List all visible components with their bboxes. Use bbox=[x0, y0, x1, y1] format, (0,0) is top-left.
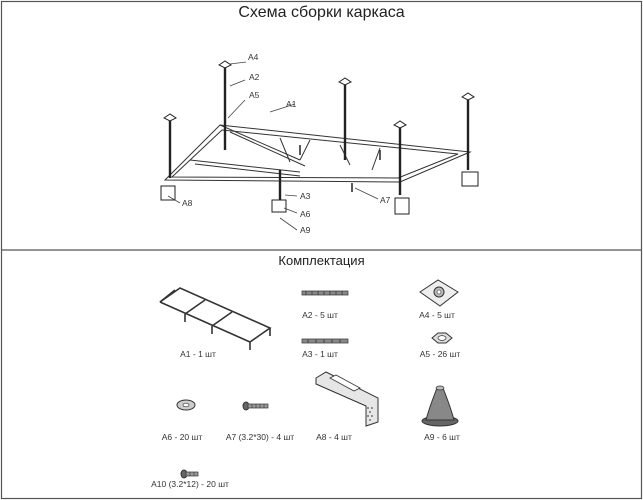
part-caption-a5: A5 - 26 шт bbox=[419, 349, 461, 359]
l-bracket-icon bbox=[315, 371, 379, 427]
label-a3: A3 bbox=[300, 191, 311, 201]
frame-grid-icon bbox=[159, 287, 272, 350]
label-a1: A1 bbox=[286, 99, 297, 109]
kit-title: Комплектация bbox=[278, 253, 365, 268]
part-caption-a6: A6 - 20 шт bbox=[161, 432, 203, 442]
part-caption-a10: A10 (3.2*12) - 20 шт bbox=[151, 479, 229, 489]
part-caption-a1: A1 - 1 шт bbox=[180, 349, 216, 359]
part-caption-a7: A7 (3.2*30) - 4 шт bbox=[225, 432, 295, 442]
part-caption-a4: A4 - 5 шт bbox=[419, 310, 455, 320]
screw-icon bbox=[242, 401, 269, 411]
part-caption-a2: A2 - 5 шт bbox=[302, 310, 338, 320]
assembly-title: Схема сборки каркаса bbox=[238, 4, 405, 21]
label-a9: A9 bbox=[300, 225, 311, 235]
feet bbox=[160, 171, 479, 215]
part-caption-a8: A8 - 4 шт bbox=[316, 432, 352, 442]
threaded-legs bbox=[168, 65, 470, 202]
parts-drawings bbox=[159, 279, 459, 479]
label-a8: A8 bbox=[182, 198, 193, 208]
long-threaded-rod-icon bbox=[301, 290, 349, 296]
top-plates bbox=[163, 60, 475, 129]
assembly-diagram: A4 A2 A5 A1 A3 A6 A9 A8 A7 bbox=[160, 52, 479, 235]
label-a5: A5 bbox=[249, 90, 260, 100]
part-caption-a3: A3 - 1 шт bbox=[302, 349, 338, 359]
rubber-foot-icon bbox=[421, 385, 459, 427]
label-a4: A4 bbox=[248, 52, 259, 62]
mounting-plate-icon bbox=[419, 279, 459, 307]
label-a7: A7 bbox=[380, 195, 391, 205]
washer-icon bbox=[176, 399, 196, 411]
leader-lines bbox=[167, 61, 379, 231]
short-screw-icon bbox=[180, 469, 199, 479]
hex-nut-icon bbox=[431, 332, 453, 344]
frame-a1-drawing bbox=[163, 124, 472, 183]
label-a6: A6 bbox=[300, 209, 311, 219]
short-threaded-rod-icon bbox=[301, 338, 349, 344]
part-labels: A4 A2 A5 A1 A3 A6 A9 A8 A7 bbox=[182, 52, 391, 235]
part-caption-a9: A9 - 6 шт bbox=[424, 432, 460, 442]
small-screws bbox=[299, 145, 381, 192]
label-a2: A2 bbox=[249, 72, 260, 82]
